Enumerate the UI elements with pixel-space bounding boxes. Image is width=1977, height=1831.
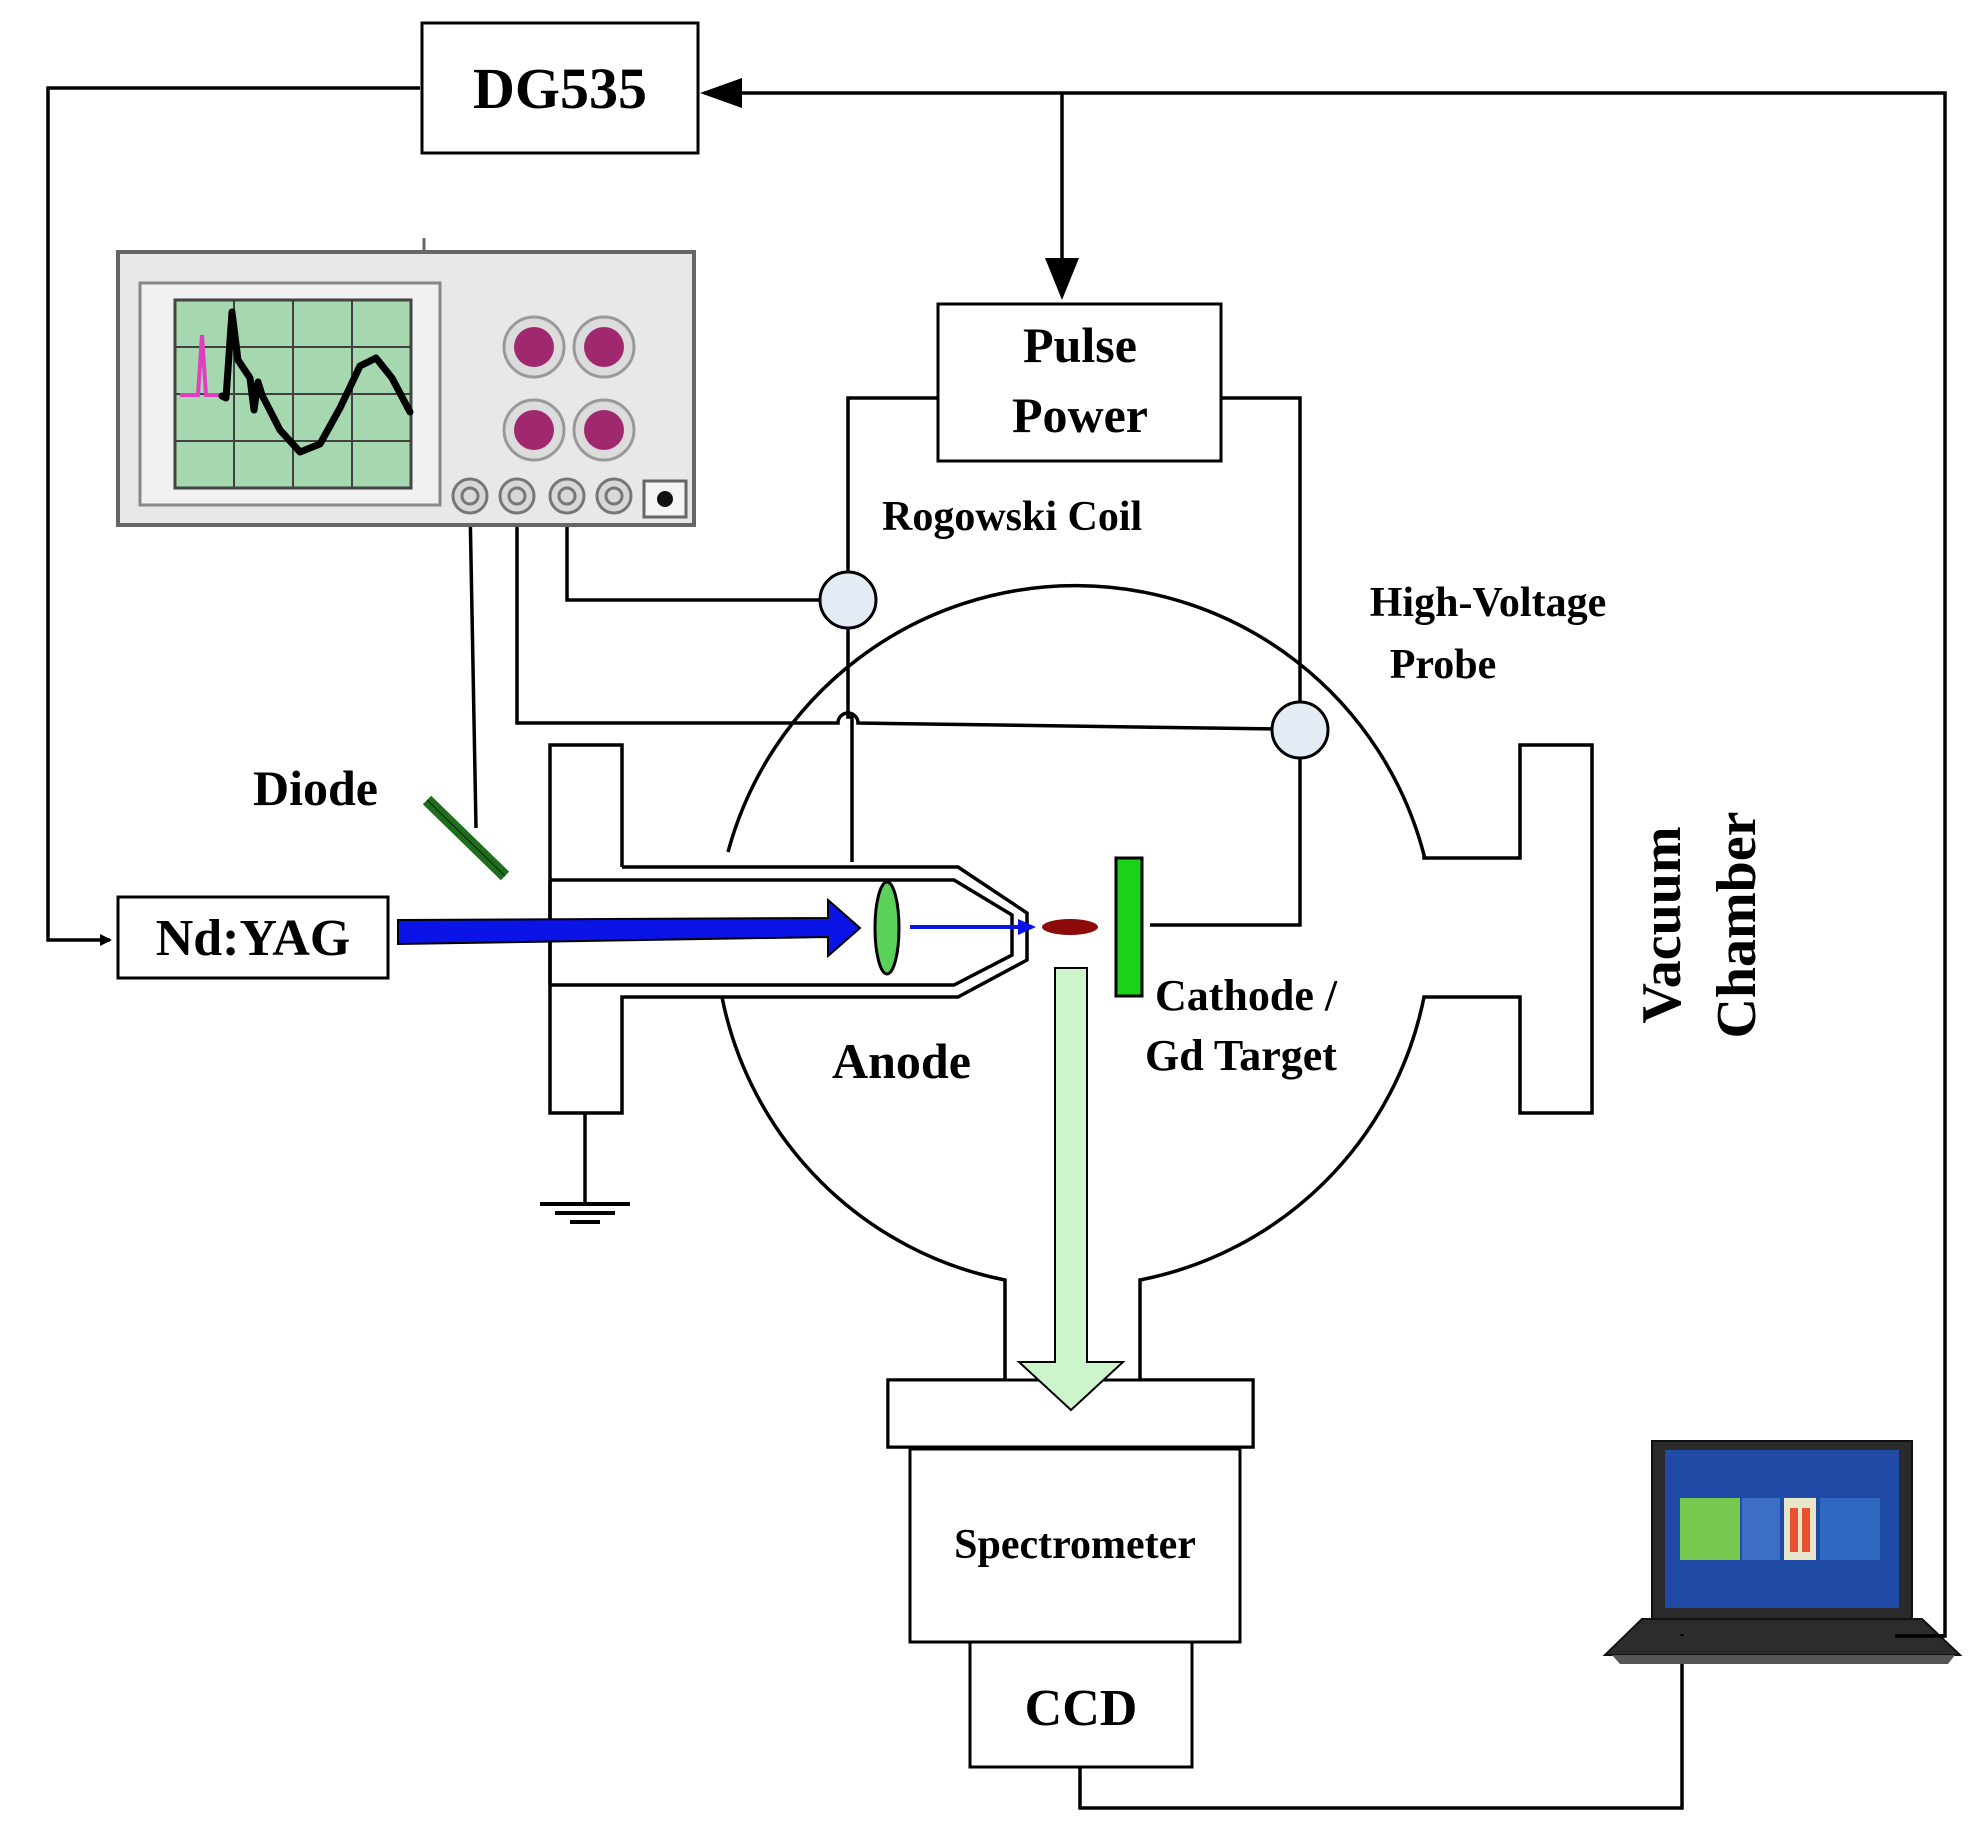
hv-probe-icon <box>1270 700 1330 760</box>
scope-ch1-to-diode <box>468 504 478 829</box>
laptop-icon <box>1602 1440 1963 1664</box>
spectrometer-label: Spectrometer <box>954 1522 1196 1568</box>
diode-label: Diode <box>253 760 378 816</box>
ground-symbol-icon <box>540 1113 630 1224</box>
plasma-spot <box>1042 919 1098 935</box>
rogowski-coil-icon <box>818 570 878 630</box>
pulse-power-anode-lead <box>846 396 938 583</box>
ndyag-box <box>116 895 390 980</box>
dg535-box <box>420 21 700 155</box>
dg535-input-arrowhead <box>700 78 742 108</box>
ccd-label: CCD <box>1025 1680 1138 1737</box>
laser-beam-arrow <box>397 897 862 959</box>
pulse-power-label-line1: Pulse <box>1023 317 1137 373</box>
anode-flange <box>548 743 722 1115</box>
anode-label: Anode <box>832 1033 971 1089</box>
vacuum-label: Vacuum <box>1631 826 1693 1023</box>
focusing-lens-icon <box>873 880 901 976</box>
spectrometer-box <box>908 1447 1242 1644</box>
ndyag-label: Nd:YAG <box>156 910 351 967</box>
hv-probe-label-line2: Probe <box>1390 642 1497 688</box>
hv-probe-label-line1: High-Voltage <box>1370 580 1606 626</box>
dg535-to-ndyag-line <box>46 86 420 946</box>
focused-beam-arrow <box>910 919 1036 935</box>
ccd-to-laptop-line <box>1078 1634 1684 1810</box>
emission-arrow <box>1016 967 1126 1412</box>
cathode-gd-target <box>1114 856 1144 998</box>
anode-tube-inner <box>550 878 1014 987</box>
vacuum-chamber-outline <box>720 583 1594 1449</box>
pulse-power-label-line2: Power <box>1012 387 1148 443</box>
pulse-power-input-arrowhead <box>1045 258 1079 300</box>
dg535-label: DG535 <box>473 56 647 121</box>
pulse-power-box <box>936 302 1223 463</box>
anode-tube-outer <box>622 865 1029 999</box>
chamber-label: Chamber <box>1706 811 1768 1038</box>
cathode-label-line2: Gd Target <box>1145 1031 1337 1080</box>
scope-ch2-to-hv-probe <box>515 505 1279 731</box>
scope-ch3-to-rogowski <box>565 505 828 602</box>
cathode-label-line1: Cathode / <box>1155 971 1338 1020</box>
rogowski-coil-label: Rogowski Coil <box>882 494 1142 540</box>
oscilloscope-icon <box>116 238 696 527</box>
